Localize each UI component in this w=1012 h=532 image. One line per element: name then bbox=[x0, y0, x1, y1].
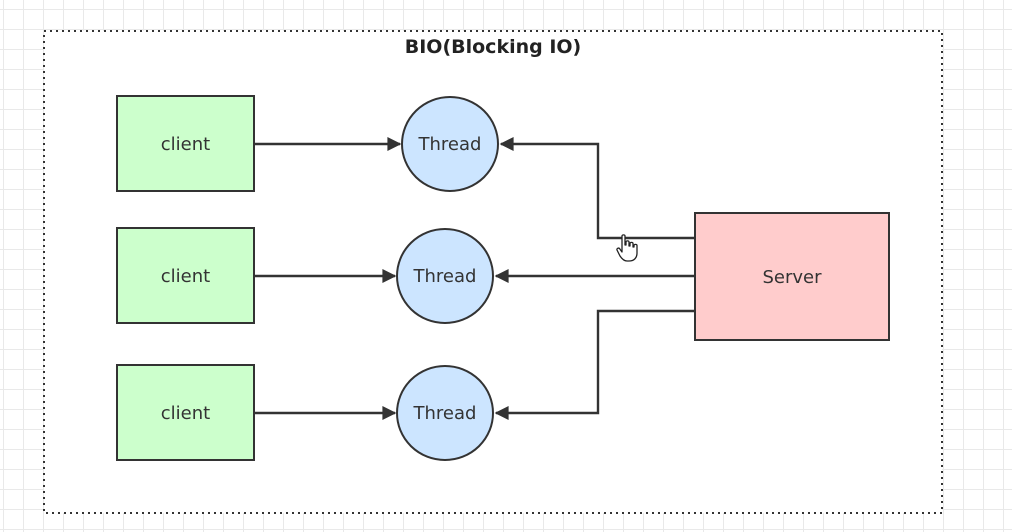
server-label: Server bbox=[762, 267, 822, 288]
arrow-server-thread1 bbox=[499, 137, 694, 240]
diagram-title: BIO(Blocking IO) bbox=[405, 36, 582, 58]
thread-node-2: Thread bbox=[396, 228, 494, 324]
client-label-1: client bbox=[161, 134, 210, 155]
thread-label-3: Thread bbox=[413, 403, 477, 424]
thread-node-3: Thread bbox=[396, 365, 494, 461]
client-box-1 bbox=[116, 95, 255, 192]
thread-circle-2 bbox=[396, 228, 494, 324]
client-box-3 bbox=[116, 364, 255, 461]
client-node-1: client bbox=[116, 95, 255, 192]
server-box bbox=[694, 212, 890, 341]
client-node-2: client bbox=[116, 227, 255, 324]
server-node: Server bbox=[694, 212, 890, 341]
thread-node-1: Thread bbox=[401, 96, 499, 192]
client-label-2: client bbox=[161, 266, 210, 287]
arrow-server-thread3 bbox=[494, 309, 694, 420]
client-node-3: client bbox=[116, 364, 255, 461]
hand-pointer-icon bbox=[616, 234, 638, 262]
thread-label-1: Thread bbox=[418, 134, 482, 155]
thread-circle-3 bbox=[396, 365, 494, 461]
thread-circle-1 bbox=[401, 96, 499, 192]
thread-label-2: Thread bbox=[413, 266, 477, 287]
client-box-2 bbox=[116, 227, 255, 324]
client-label-3: client bbox=[161, 403, 210, 424]
